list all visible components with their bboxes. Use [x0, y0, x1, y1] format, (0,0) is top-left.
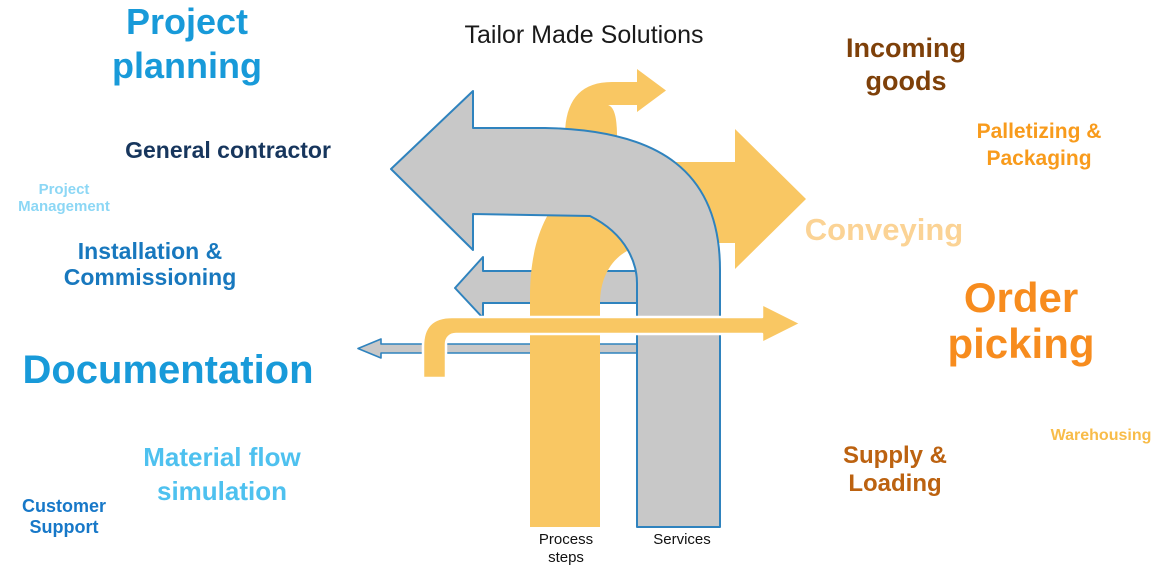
- diagram-title: Tailor Made Solutions: [464, 21, 704, 49]
- label-installation-commissioning: Installation & Commissioning: [63, 238, 237, 291]
- label-supply-loading: Supply & Loading: [842, 442, 948, 498]
- label-project-management: Project Management: [18, 181, 110, 215]
- label-order-picking: Order picking: [947, 274, 1095, 368]
- label-customer-support: Customer Support: [21, 496, 107, 538]
- label-project-planning: Project planning: [112, 1, 262, 86]
- label-conveying: Conveying: [804, 212, 964, 247]
- thin-yellow-right-arrow-icon: [421, 302, 803, 380]
- legend-services: Services: [653, 531, 711, 548]
- process-steps-flow-arrow-icon: [530, 129, 806, 527]
- label-documentation: Documentation: [22, 348, 314, 392]
- legend-process-steps: Process steps: [538, 531, 594, 566]
- label-incoming-goods: Incoming goods: [846, 33, 966, 96]
- label-warehousing: Warehousing: [1050, 427, 1152, 444]
- label-material-flow-simulation: Material flow simulation: [143, 442, 301, 506]
- label-palletizing-packaging: Palletizing & Packaging: [976, 120, 1102, 171]
- label-general-contractor: General contractor: [125, 137, 331, 163]
- branch-arrow-top-icon: [565, 69, 666, 136]
- services-flow-arrow-icon: [390, 90, 721, 528]
